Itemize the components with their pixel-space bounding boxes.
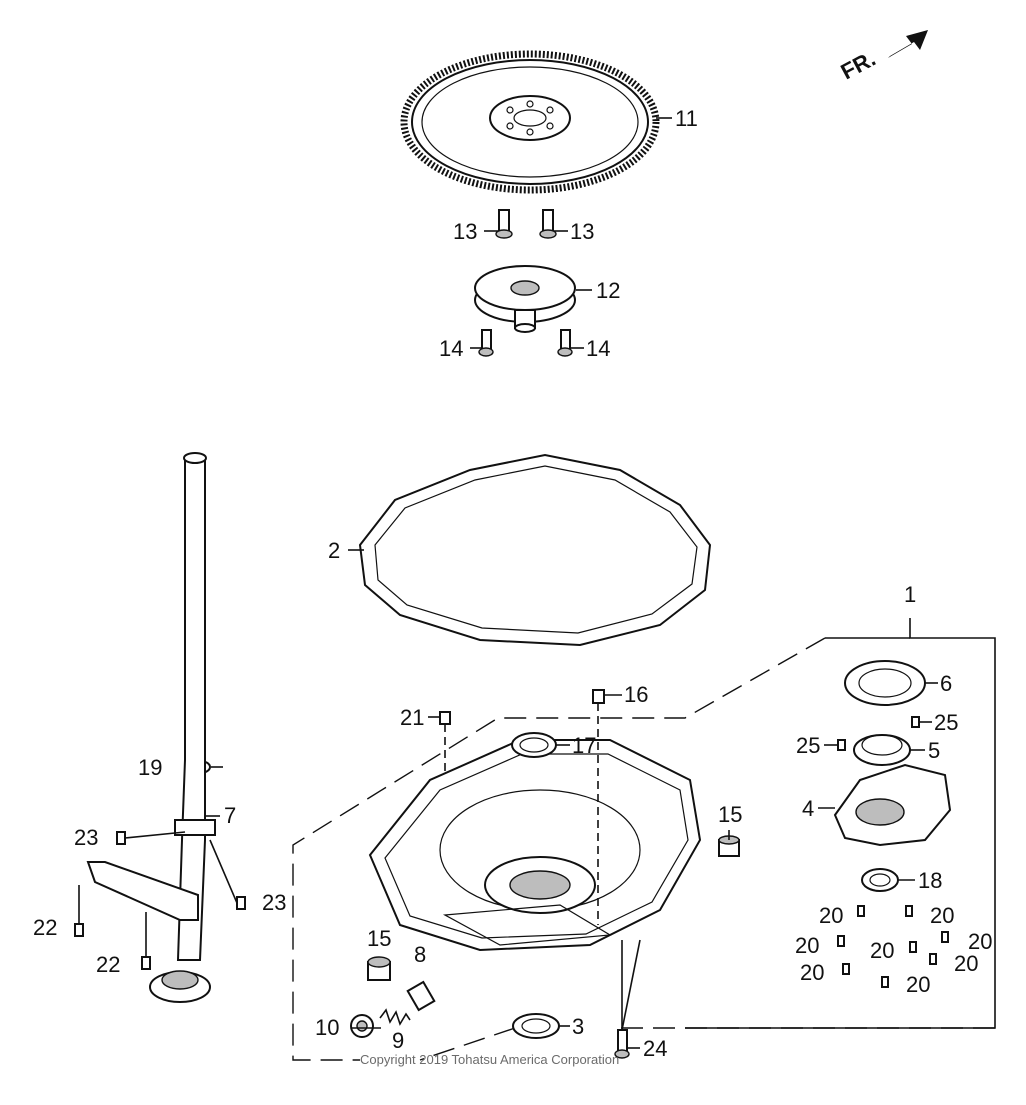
label-20-d: 20: [870, 938, 894, 963]
label-20-g: 20: [800, 960, 824, 985]
label-24: 24: [643, 1036, 667, 1061]
part-13-bolt-left: [495, 209, 513, 239]
label-5: 5: [928, 738, 940, 763]
label-11: 11: [675, 106, 698, 131]
part-18-seal: [861, 868, 899, 892]
part-14-bolt-right: [557, 329, 573, 357]
part-1-case: [368, 739, 702, 952]
part-25-pin-right: [911, 716, 920, 728]
label-23-left: 23: [74, 825, 98, 850]
part-16-pin: [592, 689, 605, 925]
label-20-c: 20: [795, 933, 819, 958]
strainer-stay-bracket: [86, 861, 199, 921]
part-8-valve: [406, 980, 436, 1012]
assembly-1-bracket: [292, 618, 996, 1061]
label-19: 19: [138, 755, 162, 780]
label-14-right: 14: [586, 336, 610, 361]
label-23-right: 23: [262, 890, 286, 915]
label-4: 4: [802, 796, 814, 821]
label-13-right: 13: [570, 219, 594, 244]
label-25-right: 25: [934, 710, 958, 735]
label-22-right: 22: [96, 952, 120, 977]
label-25-left: 25: [796, 733, 820, 758]
label-10: 10: [315, 1015, 339, 1040]
part-13-bolt-right: [539, 209, 557, 239]
label-20-e: 20: [968, 929, 992, 954]
part-10-plug: [350, 1014, 374, 1038]
copyright-text: Copyright 2019 Tohatsu America Corporati…: [360, 1052, 619, 1067]
leader-lines: [205, 117, 938, 1049]
label-17: 17: [572, 733, 596, 758]
label-20-b: 20: [930, 903, 954, 928]
label-22-left: 22: [33, 915, 57, 940]
part-22-bolts: [74, 885, 151, 970]
part-14-bolt-left: [478, 329, 494, 357]
label-6: 6: [940, 671, 952, 696]
label-18: 18: [918, 868, 942, 893]
part-3-seal: [512, 1013, 560, 1039]
label-12: 12: [596, 278, 620, 303]
label-1: 1: [904, 582, 916, 607]
part-4-pump-cover: [833, 763, 952, 847]
part-7-strainer-tube: [149, 452, 216, 1003]
label-20-f: 20: [954, 951, 978, 976]
part-20-screws: [837, 905, 949, 988]
label-2: 2: [328, 538, 340, 563]
part-labels: 1 2 3 4 5 6 7 8 9 10 11 12 13 13 14 14 1…: [33, 106, 992, 1061]
label-7: 7: [224, 803, 236, 828]
part-6-outer-rotor: [844, 660, 926, 706]
part-25-pin-left: [837, 739, 846, 751]
label-20-h: 20: [906, 972, 930, 997]
label-20-a: 20: [819, 903, 843, 928]
part-11-flywheel: [400, 50, 660, 194]
label-3: 3: [572, 1014, 584, 1039]
part-24-bolt: [614, 939, 641, 1059]
part-12-hub: [474, 265, 576, 333]
label-8: 8: [414, 942, 426, 967]
part-17-seal: [511, 732, 557, 758]
front-label: FR.: [837, 46, 880, 85]
part-23-bolts: [116, 831, 246, 910]
label-15-right: 15: [718, 802, 742, 827]
label-13-left: 13: [453, 219, 477, 244]
front-direction-marker: FR.: [837, 30, 928, 84]
part-15-plug-left: [367, 956, 391, 981]
label-9: 9: [392, 1028, 404, 1053]
part-5-inner-rotor: [853, 734, 911, 766]
part-21-pin: [439, 711, 451, 775]
front-arrow-icon: [888, 30, 928, 58]
label-14-left: 14: [439, 336, 463, 361]
label-16: 16: [624, 682, 648, 707]
part-9-spring: [379, 1008, 411, 1026]
label-21: 21: [400, 705, 424, 730]
part-2-gasket: [358, 453, 712, 647]
label-15-left: 15: [367, 926, 391, 951]
